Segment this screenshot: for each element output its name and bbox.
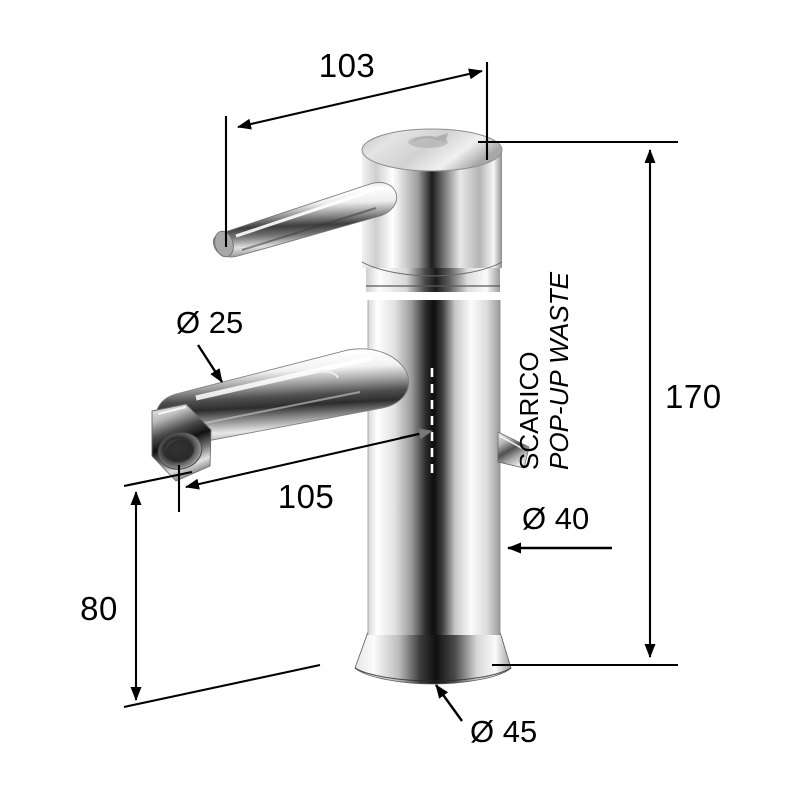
dimension-105: 105 bbox=[177, 428, 433, 515]
dimension-103: 103 bbox=[224, 47, 489, 247]
dimension-80-label: 80 bbox=[80, 590, 118, 627]
callout-dia-45: Ø 45 bbox=[435, 684, 537, 749]
spout-aerator bbox=[151, 403, 212, 482]
dimension-80: 80 bbox=[80, 470, 321, 709]
popup-waste-note: SCARICO POP-UP WASTE bbox=[514, 271, 574, 470]
dimension-170-label: 170 bbox=[665, 378, 722, 415]
callout-dia-25: Ø 25 bbox=[176, 305, 243, 383]
callout-dia-45-label: Ø 45 bbox=[470, 714, 537, 749]
callout-dia-40-label: Ø 40 bbox=[522, 501, 589, 536]
faucet-illustration bbox=[151, 128, 530, 685]
waste-note-italian: SCARICO bbox=[514, 352, 544, 470]
lever-handle bbox=[212, 182, 398, 258]
faucet-base bbox=[354, 631, 512, 685]
brand-engraving-icon bbox=[408, 133, 448, 148]
dimension-103-label: 103 bbox=[319, 47, 376, 84]
dimension-170: 170 bbox=[478, 140, 722, 667]
dimension-105-label: 105 bbox=[278, 478, 335, 515]
callout-dia-25-label: Ø 25 bbox=[176, 305, 243, 340]
popup-waste-lever bbox=[497, 431, 530, 469]
faucet-spout bbox=[155, 348, 410, 445]
callout-dia-40: Ø 40 bbox=[507, 501, 612, 554]
waste-note-english: POP-UP WASTE bbox=[544, 271, 574, 470]
faucet-body bbox=[367, 300, 501, 635]
